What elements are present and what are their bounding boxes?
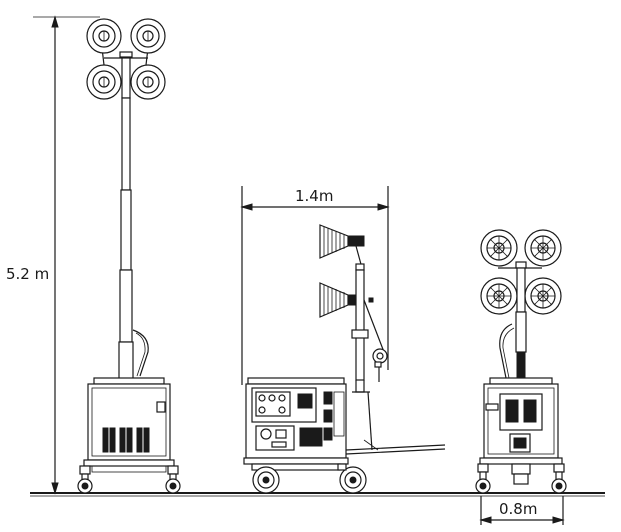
- wheels-side: [251, 463, 367, 494]
- lamp-cluster-left: [86, 18, 166, 100]
- floodlight-lower-side: [319, 282, 374, 318]
- tow-bar-side: [345, 391, 446, 455]
- generator-body-side: [243, 377, 349, 465]
- support-left: [77, 465, 181, 494]
- side-view-unit: 1.4m: [240, 186, 446, 494]
- floodlight-upper-side: [319, 224, 365, 269]
- base-width-label: 0.8m: [499, 500, 537, 518]
- support-right: [475, 463, 567, 494]
- mast-left: [118, 97, 149, 381]
- mast-right: [499, 267, 527, 383]
- ground-line: [30, 492, 605, 497]
- generator-body-left: [83, 377, 175, 467]
- height-label: 5.2 m: [6, 265, 49, 283]
- height-dimension: 5.2 m: [6, 15, 100, 495]
- generator-body-right: [479, 377, 563, 465]
- mast-side: [351, 263, 388, 393]
- span-label: 1.4m: [295, 187, 333, 205]
- span-dimension: 1.4m: [240, 186, 390, 385]
- vent-slots-left: [102, 427, 150, 453]
- lamp-cluster-right: [480, 229, 562, 315]
- extended-tower-unit: [77, 18, 181, 494]
- rear-view-unit: 0.8m: [475, 229, 567, 525]
- base-width-dimension: 0.8m: [479, 496, 565, 525]
